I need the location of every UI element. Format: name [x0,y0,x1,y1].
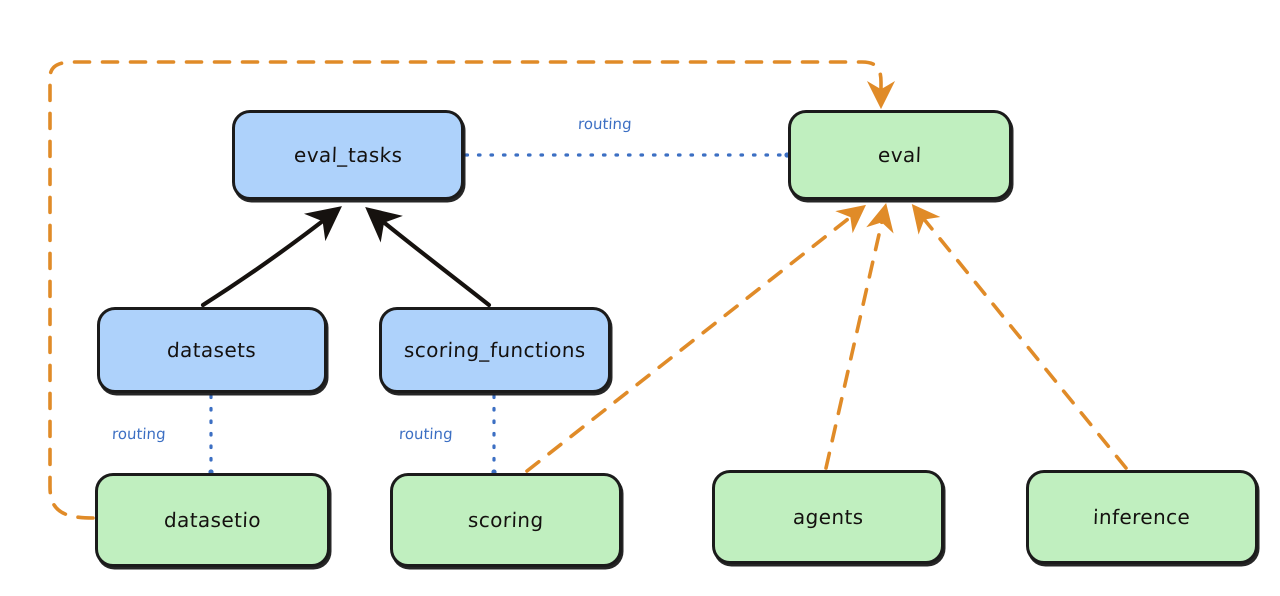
node-datasetio[interactable]: datasetio [95,473,330,567]
edge-composition-scoring_functions-eval_tasks [365,206,492,308]
edge-routing-scoring_functions-scoring [491,394,497,475]
edge-label-routing-scoring: routing [398,425,454,443]
node-eval[interactable]: eval [788,110,1012,200]
node-label: datasets [166,338,258,362]
edge-composition-datasets-eval_tasks [200,206,342,308]
node-label: eval_tasks [293,143,403,167]
node-datasets[interactable]: datasets [97,307,327,393]
edge-dependency-agents-eval [824,203,894,470]
node-scoring-functions[interactable]: scoring_functions [379,307,611,393]
edge-dependency-inference-eval [911,204,1128,470]
node-label: scoring_functions [403,338,587,362]
node-inference[interactable]: inference [1026,470,1258,564]
node-label: inference [1092,505,1192,529]
edge-routing-datasets-datasetio [208,394,214,475]
edge-dependency-datasetio-eval [48,60,896,520]
node-label: scoring [467,508,545,532]
edge-routing-eval_tasks-eval [464,152,790,158]
node-eval-tasks[interactable]: eval_tasks [232,110,464,200]
edge-label-routing-eval: routing [577,115,633,133]
edge-label-routing-datasetio: routing [111,425,167,443]
node-label: agents [792,505,864,529]
node-scoring[interactable]: scoring [390,473,622,567]
node-label: eval [877,143,923,167]
node-label: datasetio [163,508,262,532]
node-agents[interactable]: agents [712,470,944,564]
